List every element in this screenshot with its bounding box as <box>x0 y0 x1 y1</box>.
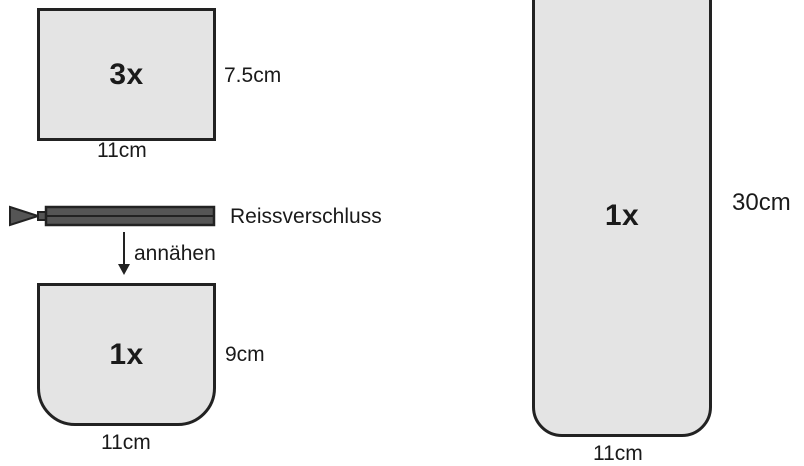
fabric-piece-pocket: 1x <box>37 283 216 426</box>
piece-pocket-height-label: 9cm <box>225 343 265 366</box>
piece-strap-height-label: 30cm <box>732 189 791 216</box>
fabric-piece-strap: 1x <box>532 0 712 437</box>
zipper-icon <box>9 205 216 227</box>
zipper-label: Reissverschluss <box>230 205 382 228</box>
piece-pocket-count: 1x <box>109 337 144 371</box>
piece-small-width-label: 11cm <box>97 139 147 162</box>
piece-small-height-label: 7.5cm <box>224 64 282 87</box>
fabric-piece-small: 3x <box>37 8 216 141</box>
piece-small-count: 3x <box>109 57 144 91</box>
sew-instruction-label: annähen <box>134 242 216 265</box>
piece-strap-count: 1x <box>604 198 640 232</box>
piece-pocket-width-label: 11cm <box>101 431 151 454</box>
arrow-down-icon <box>118 232 130 275</box>
piece-strap-width-label: 11cm <box>593 442 643 465</box>
